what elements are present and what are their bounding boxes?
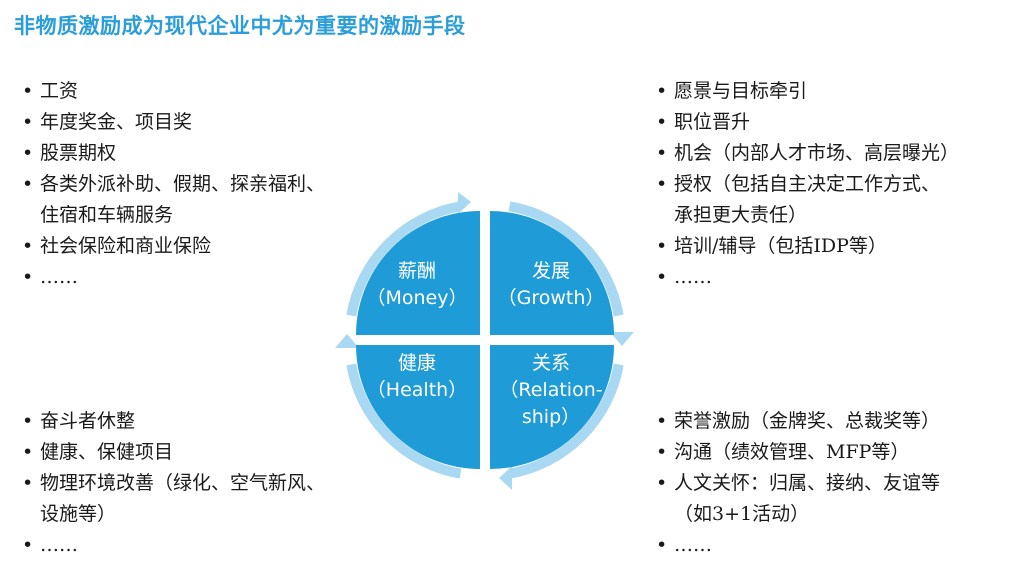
list-item: 健康、保健项目 [22, 437, 325, 468]
quadrant-health-name: 健康 [397, 352, 436, 374]
quadrant-relationship-name: 关系 [531, 352, 570, 374]
ring-arc-bottom-right [508, 363, 624, 479]
page-title: 非物质激励成为现代企业中尤为重要的激励手段 [14, 14, 466, 38]
arrow-head-bottom [499, 466, 512, 490]
list-item-continuation: 承担更大责任） [674, 204, 808, 226]
growth-items-list: 愿景与目标牵引 职位晋升 机会（内部人才市场、高层曝光） 授权（包括自主决定工作… [656, 76, 959, 293]
quadrant-money-name: 薪酬 [397, 260, 436, 282]
arrow-head-left [335, 334, 359, 348]
quadrant-relationship-english-2: ship） [521, 406, 581, 428]
quadrant-health-label: 健康 （Health） [358, 350, 476, 404]
ring-arc-bottom-left [346, 363, 462, 479]
list-item: 机会（内部人才市场、高层曝光） [656, 138, 959, 169]
list-item: …… [22, 530, 325, 561]
list-item: 工资 [22, 76, 325, 107]
list-item: 奋斗者休整 [22, 406, 325, 437]
quadrant-growth-name: 发展 [531, 260, 570, 282]
list-item-continuation: 设施等） [40, 503, 117, 525]
list-item: 各类外派补助、假期、探亲福利、 [22, 169, 325, 200]
list-item: …… [656, 262, 959, 293]
list-item: 荣誉激励（金牌奖、总裁奖等） [656, 406, 940, 437]
ring-arc-top-right [508, 201, 624, 317]
list-item: 股票期权 [22, 138, 325, 169]
list-item: …… [22, 262, 325, 293]
cycle-graphic [335, 192, 634, 490]
arrow-head-right [610, 332, 634, 346]
quadrant-relationship-label: 关系 （Relation- ship） [486, 350, 616, 431]
arrow-head-top [458, 192, 471, 214]
list-item: 人文关怀：归属、接纳、友谊等 [656, 468, 940, 499]
quadrant-money [356, 211, 480, 335]
money-items-list: 工资 年度奖金、项目奖 股票期权 各类外派补助、假期、探亲福利、 住宿和车辆服务… [22, 76, 325, 293]
quadrant-health-english: （Health） [366, 379, 468, 401]
quadrant-growth-english: （Growth） [497, 287, 605, 309]
relationship-items-list: 荣誉激励（金牌奖、总裁奖等） 沟通（绩效管理、MFP等） 人文关怀：归属、接纳、… [656, 406, 940, 561]
list-item: 职位晋升 [656, 107, 959, 138]
quadrant-money-label: 薪酬 （Money） [358, 258, 476, 312]
list-item: …… [656, 530, 940, 561]
quadrant-relationship [490, 345, 614, 469]
list-item: 培训/辅导（包括IDP等） [656, 231, 959, 262]
quadrant-health [356, 345, 480, 469]
list-item: 沟通（绩效管理、MFP等） [656, 437, 940, 468]
incentive-cycle-diagram: 薪酬 （Money） 发展 （Growth） 健康 （Health） 关系 （R… [320, 180, 650, 500]
list-item: 物理环境改善（绿化、空气新风、 [22, 468, 325, 499]
list-item: 社会保险和商业保险 [22, 231, 325, 262]
quadrant-relationship-english-1: （Relation- [499, 379, 603, 401]
list-item: 授权（包括自主决定工作方式、 [656, 169, 959, 200]
health-items-list: 奋斗者休整 健康、保健项目 物理环境改善（绿化、空气新风、 设施等） …… [22, 406, 325, 561]
ring-arc-top-left [346, 201, 462, 317]
quadrant-growth-label: 发展 （Growth） [492, 258, 610, 312]
list-item-continuation: （如3+1活动） [674, 503, 810, 525]
quadrant-growth [490, 211, 614, 335]
list-item: 年度奖金、项目奖 [22, 107, 325, 138]
quadrant-money-english: （Money） [366, 287, 468, 309]
list-item-continuation: 住宿和车辆服务 [40, 204, 174, 226]
list-item: 愿景与目标牵引 [656, 76, 959, 107]
